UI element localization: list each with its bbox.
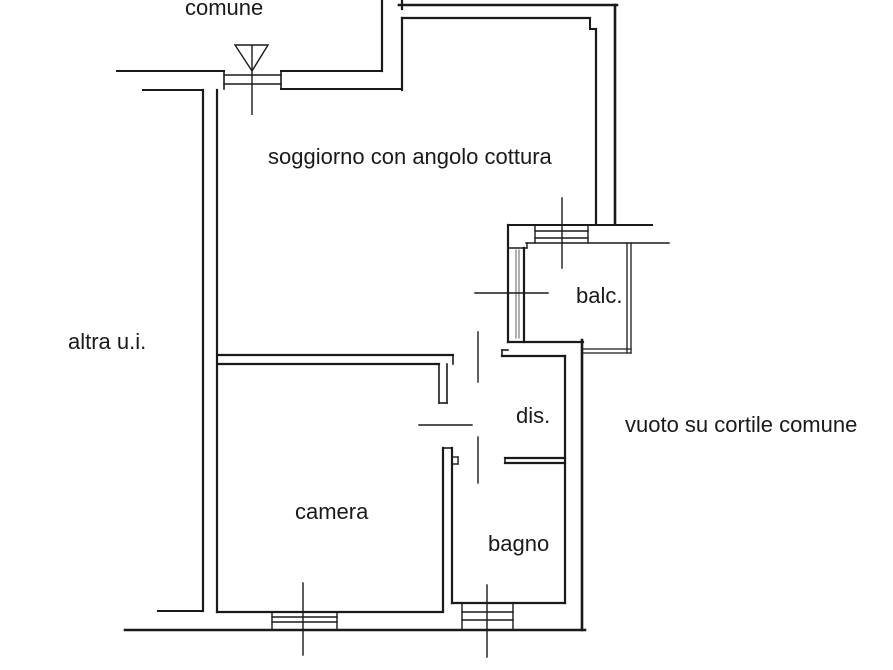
- labels-layer: comune soggiorno con angolo cottura altra …: [68, 0, 857, 556]
- room-label-camera: camera: [295, 499, 369, 524]
- room-label-comune: comune: [185, 0, 263, 20]
- entrance-door-layer: [233, 44, 270, 115]
- room-label-soggiorno: soggiorno con angolo cottura: [268, 144, 553, 169]
- room-label-vuoto: vuoto su cortile comune: [625, 412, 857, 437]
- room-label-dis: dis.: [516, 403, 550, 428]
- room-label-altra-ui: altra u.i.: [68, 329, 146, 354]
- room-label-bagno: bagno: [488, 531, 549, 556]
- room-label-balc: balc.: [576, 283, 622, 308]
- walls-layer: [116, 0, 670, 658]
